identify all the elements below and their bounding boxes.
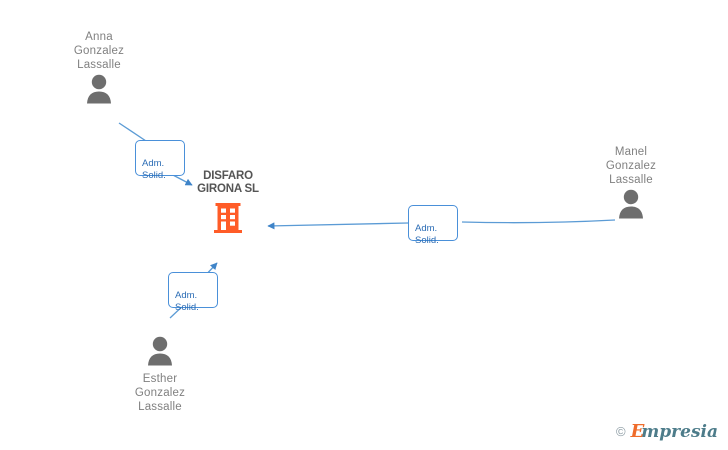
relation-label: Adm. Solid. [175,290,199,313]
watermark-empresia: © Empresia [616,421,718,442]
relation-label: Adm. Solid. [415,223,439,246]
company-node-disfaro-girona-sl[interactable]: DISFARO GIRONA SL [158,170,298,234]
person-icon [619,189,643,219]
person-label-anna: Anna Gonzalez Lassalle [73,31,125,71]
brand-rest: mpresia [641,422,718,442]
relation-box-manel[interactable]: Adm. Solid. [408,205,458,246]
brand-initial: E [630,421,645,442]
building-icon [214,203,242,233]
person-icon [87,74,111,104]
relation-label: Adm. Solid. [142,158,166,181]
relation-box-esther[interactable]: Adm. Solid. [168,272,218,313]
person-node-manel[interactable]: Manel Gonzalez Lassalle [571,145,691,221]
person-label-esther: Esther Gonzalez Lassalle [134,373,186,413]
person-label-manel: Manel Gonzalez Lassalle [605,146,657,186]
person-icon [148,336,172,366]
copyright-icon: © [615,424,626,439]
company-label: DISFARO GIRONA SL [197,170,259,195]
edge-manel-to-company [267,219,616,230]
person-node-esther[interactable]: Esther Gonzalez Lassalle [100,334,220,414]
person-node-anna[interactable]: Anna Gonzalez Lassalle [39,30,159,106]
brand-name: Empresia [631,421,718,442]
relation-box-anna[interactable]: Adm. Solid. [135,140,185,181]
